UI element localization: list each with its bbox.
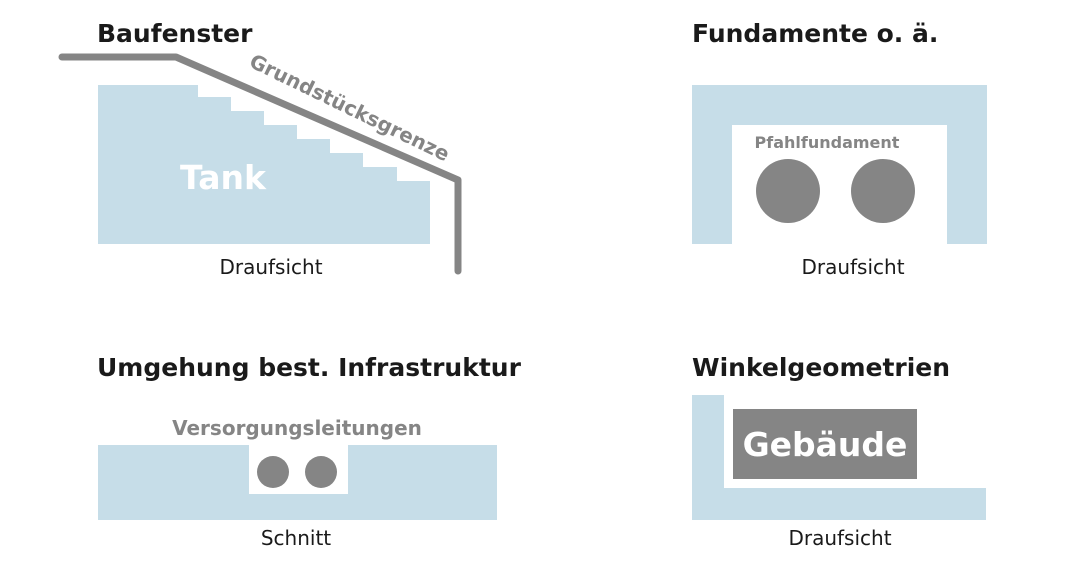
- tank-label: Tank: [180, 158, 267, 197]
- fundamente-caption: Draufsicht: [801, 255, 904, 279]
- baufenster-title: Baufenster: [97, 19, 253, 48]
- baufenster-caption: Draufsicht: [219, 255, 322, 279]
- tank-shape: [98, 85, 430, 244]
- fundamente-title: Fundamente o. ä.: [692, 19, 938, 48]
- panel-fundamente: Fundamente o. ä. Pfahlfundament Draufsic…: [692, 19, 987, 279]
- winkel-caption: Draufsicht: [788, 526, 891, 550]
- pile-circle-right: [851, 159, 915, 223]
- winkel-title: Winkelgeometrien: [692, 353, 950, 382]
- utility-pipe-right: [305, 456, 337, 488]
- building-label: Gebäude: [743, 425, 908, 464]
- utility-lines-label: Versorgungsleitungen: [172, 416, 422, 440]
- pile-circle-left: [756, 159, 820, 223]
- panel-umgehung: Umgehung best. Infrastruktur Versorgungs…: [97, 353, 522, 550]
- pile-foundation-label: Pfahlfundament: [755, 133, 900, 152]
- angle-shape: [692, 395, 986, 520]
- panel-baufenster: Baufenster Tank Grundstücksgrenze Draufs…: [58, 19, 462, 279]
- foundation-u-shape: [692, 85, 987, 244]
- property-boundary-line: [58, 53, 462, 275]
- umgehung-caption: Schnitt: [261, 526, 331, 550]
- panel-winkel: Winkelgeometrien Gebäude Draufsicht: [692, 353, 986, 550]
- section-body-shape: [98, 445, 497, 520]
- building-block: [733, 409, 917, 479]
- umgehung-title: Umgehung best. Infrastruktur: [97, 353, 522, 382]
- utility-pipe-left: [257, 456, 289, 488]
